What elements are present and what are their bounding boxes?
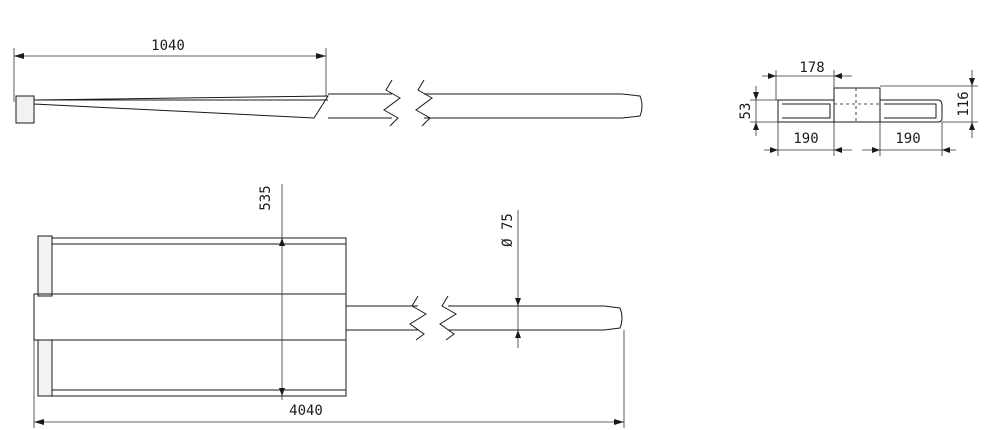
end-view-center-block <box>833 87 881 123</box>
end-view-left-channel-outer <box>777 99 835 123</box>
end-view-right-channel-outer <box>879 99 943 123</box>
side-view-break-mark-2 <box>415 79 433 127</box>
dim-4040-arrow-left <box>34 419 44 425</box>
plan-view-break-mark-2 <box>439 295 457 341</box>
dim-535-arrow-top <box>279 238 285 246</box>
dim-178-label: 178 <box>799 60 824 76</box>
plan-view: 535 Ø 75 4040 <box>33 184 625 428</box>
plan-view-end-plate-top <box>37 235 53 297</box>
side-view: 1040 <box>13 38 643 127</box>
dim-75-arrow-bottom <box>515 330 521 338</box>
dim-53-label: 53 <box>738 103 754 120</box>
dim-75-label: Ø 75 <box>500 213 516 247</box>
side-view-end-plate <box>15 95 35 124</box>
dim-4040-arrow-right <box>614 419 624 425</box>
end-view: 178 116 53 190 190 <box>738 60 978 156</box>
dim-1040-arrow-right <box>316 53 326 59</box>
dim-190l-label: 190 <box>793 131 818 147</box>
plan-view-break-mark-1 <box>409 295 427 341</box>
dim-75-arrow-top <box>515 298 521 306</box>
plan-view-end-plate-bottom <box>37 339 53 397</box>
dim-53-arrow-bottom <box>753 122 759 130</box>
side-view-bar-tip <box>621 93 643 119</box>
end-view-left-channel-inner <box>782 103 831 119</box>
plan-view-center-beam <box>33 293 347 341</box>
dim-535-label: 535 <box>258 185 274 210</box>
dim-116-arrow-bottom <box>969 122 975 130</box>
dim-190l-arrow-left <box>770 147 778 153</box>
dim-190l-arrow-right <box>834 147 842 153</box>
dim-178-arrow-right <box>834 73 842 79</box>
dim-116-arrow-top <box>969 78 975 86</box>
dim-116-label: 116 <box>956 91 972 116</box>
plan-view-bar-tip <box>603 305 623 331</box>
dim-535-arrow-bottom <box>279 388 285 396</box>
side-view-fork-blade <box>33 95 329 119</box>
dim-190r-arrow-left <box>872 147 880 153</box>
dim-178-arrow-left <box>768 73 776 79</box>
plan-view-fork-bottom <box>51 339 347 397</box>
side-view-break-mark-1 <box>383 79 401 127</box>
dim-53-arrow-top <box>753 92 759 100</box>
plan-view-fork-top <box>51 237 347 295</box>
dim-190r-arrow-right <box>942 147 950 153</box>
dim-1040-label: 1040 <box>151 38 185 54</box>
dim-1040-arrow-left <box>14 53 24 59</box>
end-view-right-channel-inner <box>884 103 937 119</box>
dim-4040-label: 4040 <box>289 403 323 419</box>
dim-190r-label: 190 <box>895 131 920 147</box>
